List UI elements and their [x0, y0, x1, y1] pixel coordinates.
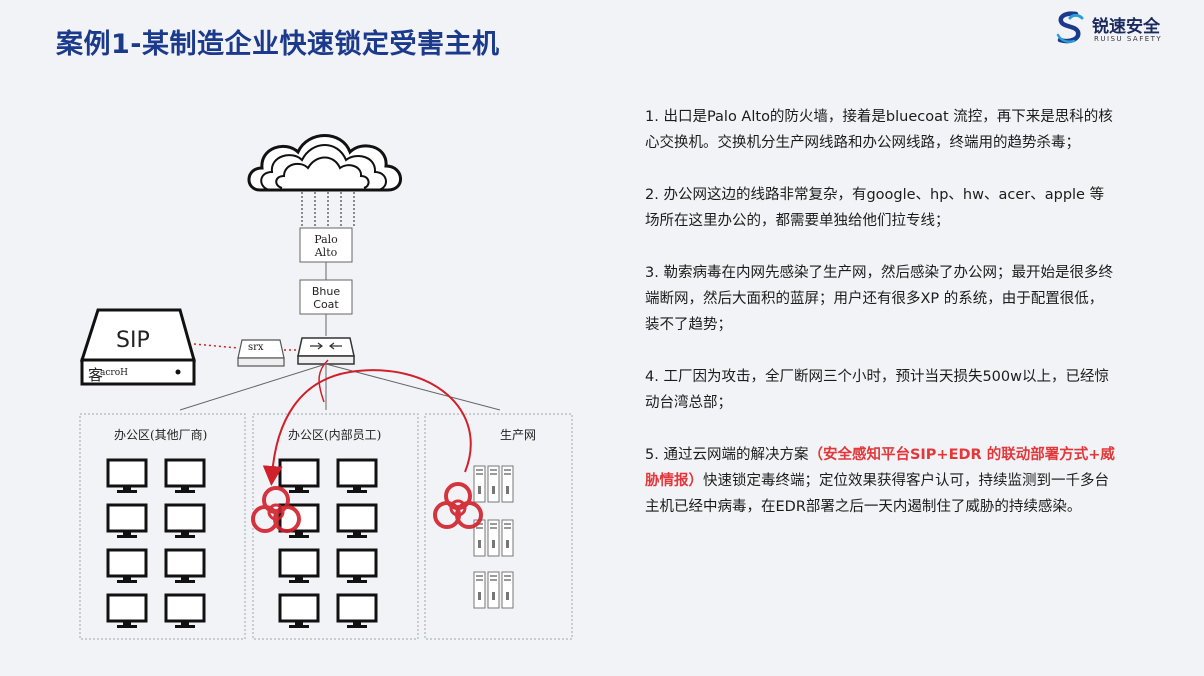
note-5: 5. 通过云网端的解决方案（安全感知平台SIP+EDR 的联动部署方式+威胁情报… [645, 447, 1115, 515]
sip-label: SIP [116, 328, 150, 353]
case-notes: 1. 出口是Palo Alto的防火墙，接着是bluecoat 流控，再下来是思… [645, 104, 1115, 546]
bluecoat-box [299, 279, 353, 315]
infection-arrow [318, 359, 329, 403]
office-other-pcs [106, 458, 206, 630]
infection-arrow [262, 369, 472, 486]
note-1: 1. 出口是Palo Alto的防火墙，接着是bluecoat 流控，再下来是思… [645, 109, 1113, 151]
srx-firewall-icon [237, 339, 285, 367]
zone-label-office-other: 办公区(其他厂商) [114, 428, 208, 442]
note-2: 2. 办公网这边的线路非常复杂，有google、hp、hw、acer、apple… [645, 187, 1105, 229]
sip-tag: acroH [100, 368, 128, 378]
note-5-highlight: （安全感知平台SIP+EDR 的联动部署方式+威胁情报） [645, 447, 1115, 489]
sip-device-icon [79, 308, 196, 386]
page-title: 案例1-某制造企业快速锁定受害主机 [56, 29, 500, 60]
brand-subtitle: RUISU SAFETY [1094, 35, 1163, 43]
sip-overlay-char: 客 [88, 366, 104, 384]
ruisu-logo-icon [1056, 11, 1084, 44]
note-4: 4. 工厂因为攻击，全厂断网三个小时，预计当天损失500w以上，已经惊动台湾总部… [645, 369, 1109, 411]
brand-logo: 锐速安全 RUISU SAFETY [1054, 8, 1184, 48]
zone-office-other [79, 413, 246, 640]
office-internal-pcs [278, 458, 378, 630]
production-servers [473, 465, 514, 609]
zone-office-internal [252, 413, 419, 640]
zone-label-production: 生产网 [500, 428, 537, 442]
srx-label: srx [248, 342, 264, 353]
zone-production [424, 413, 573, 640]
palo-alto-label: Palo Alto [314, 233, 338, 259]
brand-name: 锐速安全 [1092, 17, 1160, 37]
note-3: 3. 勒索病毒在内网先感染了生产网，然后感染了办公网；最开始是很多终端断网，然后… [645, 265, 1113, 333]
core-switch-icon [297, 337, 355, 365]
bluecoat-label: Bhue Coat [311, 285, 341, 311]
internet-cloud-icon [247, 134, 402, 192]
network-diagram: Palo Alto Bhue Coat SIP acroH 客 srx 办公区(… [70, 110, 590, 650]
zone-label-office-internal: 办公区(内部员工) [288, 428, 382, 442]
palo-alto-box [299, 227, 353, 263]
